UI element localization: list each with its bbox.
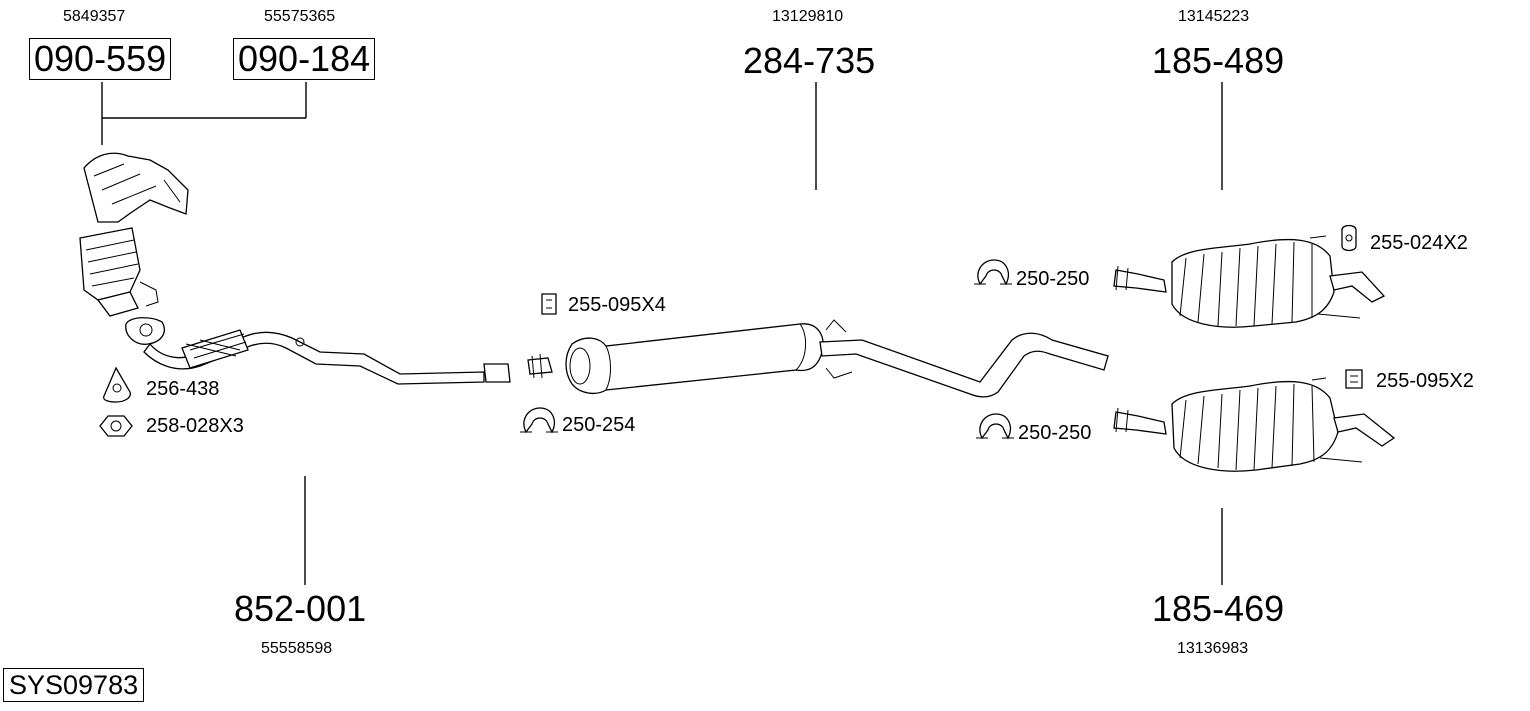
accessory-label-rubber-mount-rear-upper[interactable]: 255-024X2 <box>1370 232 1468 254</box>
accessory-label-clamp-mid[interactable]: 250-254 <box>562 414 636 436</box>
accessory-label-gasket[interactable]: 256-438 <box>146 378 220 400</box>
accessory-label-rubber-mount-rear-lower[interactable]: 255-095X2 <box>1376 370 1474 392</box>
oe-number-middle-silencer: 13129810 <box>772 8 844 25</box>
part-number-manifold-b[interactable]: 090-184 <box>233 38 376 80</box>
rear-silencer-lower-drawing <box>1113 377 1396 472</box>
oe-number-manifold-b: 55575365 <box>264 8 336 25</box>
leader-lines <box>101 82 1223 585</box>
nut-icon <box>99 415 133 437</box>
system-code: SYS09783 <box>3 668 145 702</box>
middle-silencer-drawing <box>527 319 1109 398</box>
rubber-mount-icon <box>1341 224 1357 252</box>
oe-number-front-pipe: 55558598 <box>261 640 333 657</box>
accessory-icons <box>99 224 1363 440</box>
rubber-mount-icon <box>541 293 557 315</box>
oe-number-rear-silencer-upper: 13145223 <box>1178 8 1250 25</box>
accessory-label-clamp-rear-upper[interactable]: 250-250 <box>1016 268 1090 290</box>
gasket-icon <box>102 366 131 403</box>
clamp-icon <box>523 407 555 434</box>
front-pipe-drawing <box>143 329 511 385</box>
part-number-front-pipe[interactable]: 852-001 <box>234 588 367 629</box>
part-number-manifold-a[interactable]: 090-559 <box>29 38 172 80</box>
rubber-mount-icon <box>1345 369 1363 389</box>
oe-number-rear-silencer-lower: 13136983 <box>1177 640 1249 657</box>
manifold-catalyst-drawing <box>79 152 189 345</box>
accessory-label-nut[interactable]: 258-028X3 <box>146 415 244 437</box>
clamp-icon <box>979 413 1011 440</box>
rear-silencer-upper-drawing <box>1113 235 1386 328</box>
part-number-rear-silencer-lower[interactable]: 185-469 <box>1152 588 1285 629</box>
oe-number-manifold-a: 5849357 <box>63 8 126 25</box>
accessory-label-clamp-rear-lower[interactable]: 250-250 <box>1018 422 1092 444</box>
accessory-label-rubber-mount-mid[interactable]: 255-095X4 <box>568 294 666 316</box>
part-number-middle-silencer[interactable]: 284-735 <box>743 40 876 81</box>
part-number-rear-silencer-upper[interactable]: 185-489 <box>1152 40 1285 81</box>
clamp-icon <box>977 259 1009 286</box>
